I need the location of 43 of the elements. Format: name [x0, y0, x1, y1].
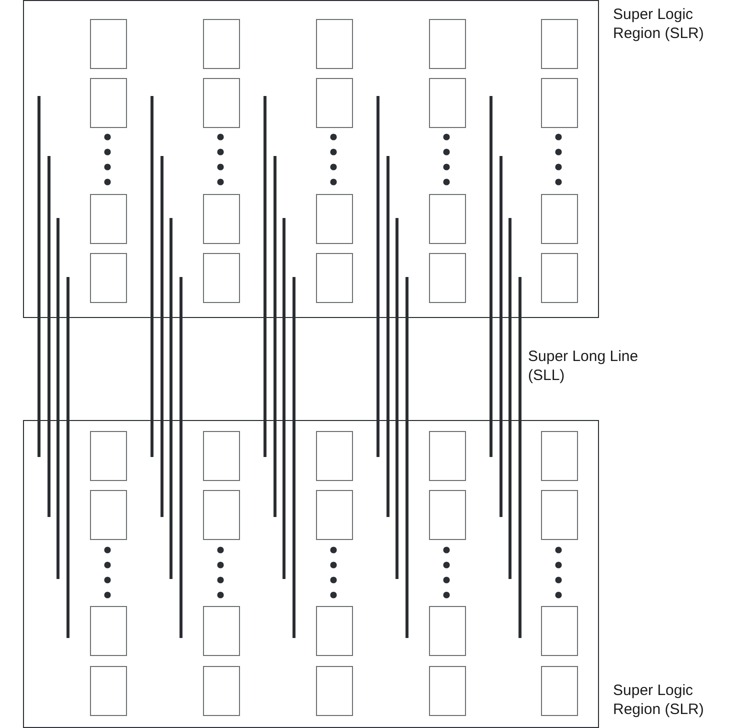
logic-block	[316, 253, 353, 303]
logic-block	[541, 490, 578, 540]
logic-block	[203, 431, 240, 481]
logic-block	[203, 606, 240, 656]
line-label: Super Long Line (SLL)	[528, 347, 640, 385]
logic-block	[90, 431, 127, 481]
logic-block	[90, 19, 127, 69]
logic-block	[541, 253, 578, 303]
logic-block	[429, 431, 466, 481]
logic-block	[316, 19, 353, 69]
logic-block	[90, 606, 127, 656]
logic-block	[429, 194, 466, 244]
logic-block	[541, 606, 578, 656]
logic-block	[316, 490, 353, 540]
logic-block	[203, 19, 240, 69]
logic-block	[203, 666, 240, 716]
logic-block	[316, 606, 353, 656]
logic-block	[541, 194, 578, 244]
logic-block	[90, 194, 127, 244]
logic-block	[203, 78, 240, 128]
logic-block	[90, 253, 127, 303]
logic-block	[541, 666, 578, 716]
logic-block	[429, 666, 466, 716]
logic-block	[429, 606, 466, 656]
logic-block	[429, 490, 466, 540]
logic-block	[203, 194, 240, 244]
region-label: Super Logic Region (SLR)	[613, 681, 705, 719]
logic-block	[541, 431, 578, 481]
logic-block	[429, 78, 466, 128]
region-label: Super Logic Region (SLR)	[613, 5, 705, 43]
logic-block	[90, 78, 127, 128]
logic-block	[203, 490, 240, 540]
logic-block	[90, 666, 127, 716]
logic-block	[316, 666, 353, 716]
logic-block	[541, 19, 578, 69]
logic-block	[429, 253, 466, 303]
logic-block	[316, 194, 353, 244]
logic-block	[316, 431, 353, 481]
logic-block	[429, 19, 466, 69]
logic-block	[90, 490, 127, 540]
logic-block	[203, 253, 240, 303]
logic-block	[316, 78, 353, 128]
logic-block	[541, 78, 578, 128]
